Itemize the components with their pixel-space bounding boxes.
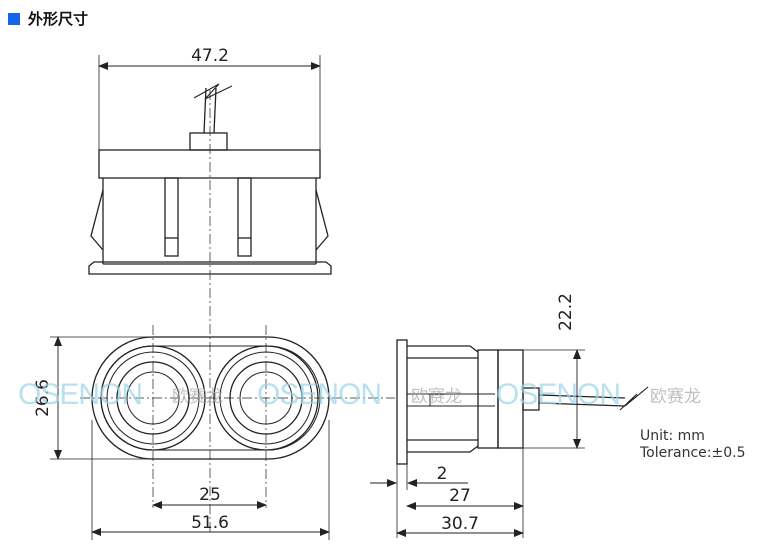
- top-body-cap: [98, 149, 321, 179]
- tolerance-note: Tolerance:±0.5: [639, 445, 745, 461]
- dim-hole-spacing: 25: [199, 485, 221, 505]
- top-view: [88, 55, 332, 535]
- dim-side-body: 27: [449, 486, 471, 506]
- watermark-brand: OSENON: [257, 378, 381, 411]
- side-view: [370, 339, 649, 538]
- watermarks: OSENON 欧赛龙 OSENON 欧赛龙 OSENON 欧赛龙: [18, 378, 701, 411]
- watermark-chinese: 欧赛龙: [172, 386, 223, 407]
- watermark-chinese: 欧赛龙: [650, 386, 701, 407]
- dim-flange: 2: [437, 464, 448, 484]
- section-header: 外形尺寸: [8, 8, 88, 29]
- header-title: 外形尺寸: [28, 10, 89, 28]
- dim-front-height: 26.6: [33, 379, 53, 417]
- front-view: [50, 325, 395, 540]
- dim-side-height: 22.2: [556, 293, 576, 331]
- dim-front-width: 51.6: [191, 513, 229, 533]
- dim-side-total: 30.7: [441, 514, 479, 534]
- watermark-brand: OSENON: [18, 378, 142, 411]
- watermark-brand: OSENON: [496, 378, 620, 411]
- unit-note: Unit: mm: [640, 428, 705, 444]
- watermark-chinese: 欧赛龙: [411, 386, 462, 407]
- dim-top-width: 47.2: [191, 46, 229, 66]
- header-square-icon: [8, 12, 20, 25]
- side-flange: [396, 339, 408, 465]
